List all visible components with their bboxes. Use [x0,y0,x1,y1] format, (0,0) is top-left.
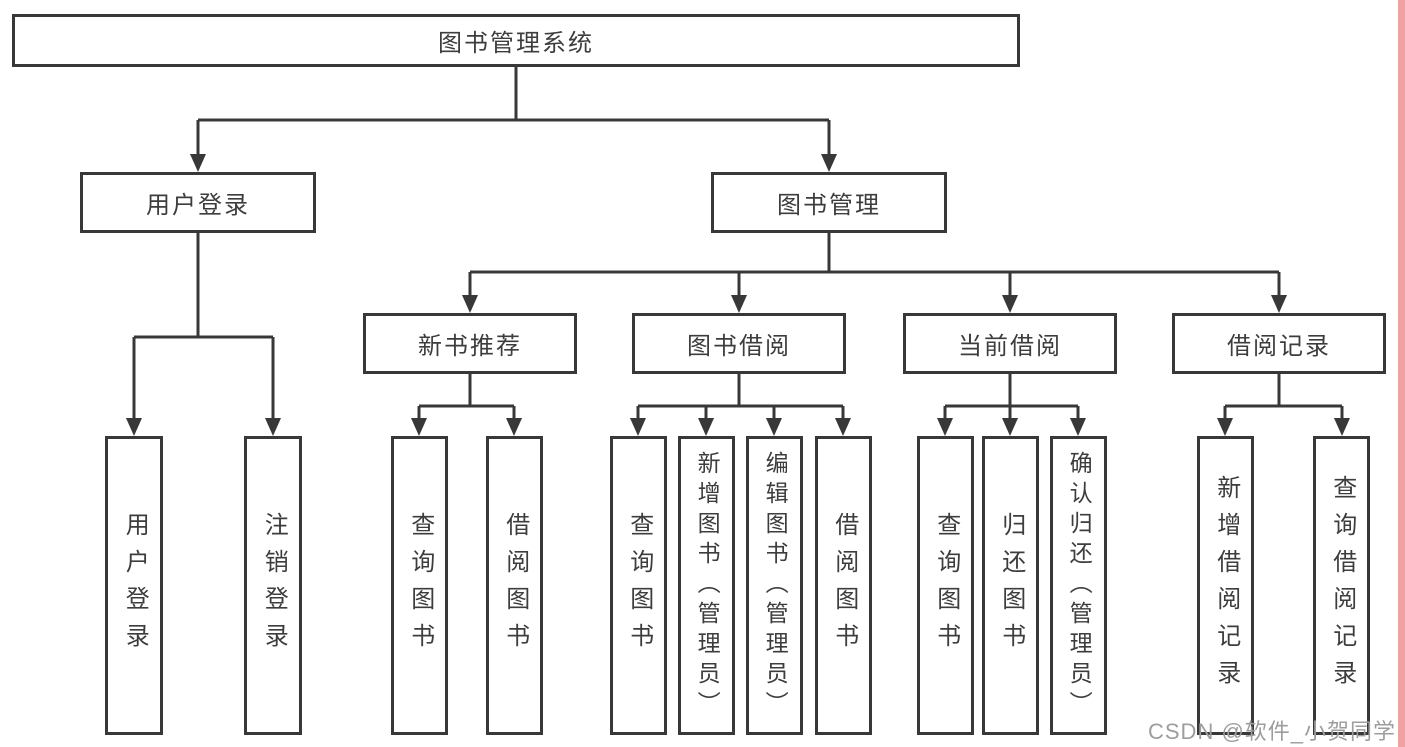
leaf-borrow-books: 借阅图书 [815,436,872,735]
leaf-add-borrow-record: 新增借阅记录 [1197,436,1254,735]
leaf-label: 查询图书 [625,511,653,660]
node-new-book-recommend: 新书推荐 [363,313,577,374]
leaf-label: 用户登录 [121,511,149,660]
leaf-query-books-current: 查询图书 [917,436,974,735]
leaf-query-borrow-record: 查询借阅记录 [1313,436,1370,735]
right-edge-accent-strip [1398,0,1405,747]
leaf-label: 编辑图书（管理员） [762,450,789,721]
node-borrow-records: 借阅记录 [1172,313,1386,374]
node-label: 图书借阅 [687,333,791,360]
leaf-label: 借阅图书 [501,511,529,660]
leaf-label: 注销登录 [260,511,288,660]
node-user-login: 用户登录 [80,172,316,233]
csdn-watermark: CSDN @软件_小贺同学 [1148,719,1397,744]
node-label: 图书管理系统 [438,30,594,57]
node-label: 借阅记录 [1227,333,1331,360]
node-book-borrow: 图书借阅 [632,313,846,374]
connector-root [196,67,831,158]
connector-book-management [468,233,1281,299]
leaf-label: 借阅图书 [830,511,858,660]
node-label: 当前借阅 [958,333,1062,360]
node-book-management: 图书管理 [711,172,947,233]
connector-current-borrow [943,374,1080,422]
leaf-query-books-recommend: 查询图书 [391,436,448,735]
leaf-label: 查询图书 [932,511,960,660]
leaf-return-books: 归还图书 [982,436,1039,735]
leaf-label: 新增借阅记录 [1212,474,1240,697]
node-library-management-system: 图书管理系统 [12,14,1020,67]
leaf-label: 新增图书（管理员） [694,450,721,721]
leaf-query-books-borrow: 查询图书 [610,436,667,735]
node-label: 用户登录 [146,192,250,219]
leaf-user-login: 用户登录 [105,436,163,735]
leaf-add-book-admin: 新增图书（管理员） [678,436,735,735]
node-label: 图书管理 [777,192,881,219]
node-current-borrow: 当前借阅 [903,313,1117,374]
leaf-label: 查询借阅记录 [1328,474,1356,697]
connector-book-borrow [636,374,845,422]
connector-user-login [132,233,275,422]
node-label: 新书推荐 [418,333,522,360]
leaf-confirm-return-admin: 确认归还（管理员） [1050,436,1107,735]
arrowheads [126,154,1350,436]
leaf-borrow-books-recommend: 借阅图书 [486,436,543,735]
leaf-edit-book-admin: 编辑图书（管理员） [746,436,803,735]
leaf-label: 确认归还（管理员） [1066,450,1093,721]
connector-borrow-records [1223,374,1344,422]
connector-new-book-recommend [417,374,516,422]
leaf-label: 查询图书 [406,511,434,660]
leaf-label: 归还图书 [997,511,1025,660]
leaf-logout: 注销登录 [244,436,302,735]
